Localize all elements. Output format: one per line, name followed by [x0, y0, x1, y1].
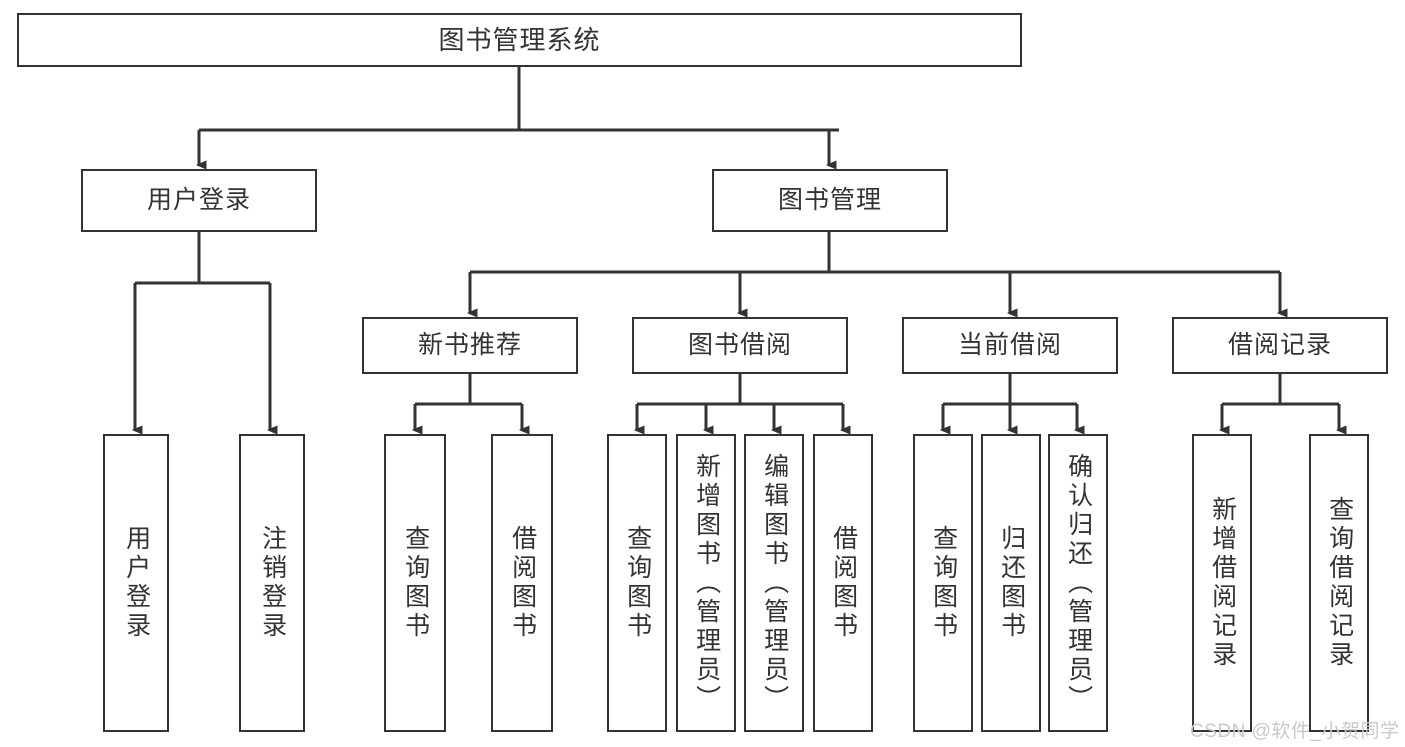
- leaf-query-book-3-label: 查询图书: [929, 525, 958, 641]
- leaf-query-book-1-label: 查询图书: [401, 525, 430, 641]
- leaf-user-login-label: 用户登录: [122, 525, 151, 641]
- leaf-user-logout[interactable]: 注销登录: [239, 434, 305, 732]
- leaf-query-record-label: 查询借阅记录: [1325, 496, 1354, 670]
- node-root-label: 图书管理系统: [438, 24, 601, 55]
- leaf-add-book[interactable]: 新增图书（管理员）: [676, 434, 736, 732]
- node-user-login-label: 用户登录: [146, 185, 251, 214]
- leaf-confirm-return-label: 确认归还（管理员）: [1064, 452, 1093, 714]
- node-book-borrow[interactable]: 图书借阅: [632, 317, 848, 374]
- node-current-borrow[interactable]: 当前借阅: [902, 317, 1118, 374]
- node-book-manage[interactable]: 图书管理: [712, 169, 948, 232]
- leaf-add-book-label: 新增图书（管理员）: [692, 452, 721, 714]
- node-book-borrow-label: 图书借阅: [687, 330, 792, 359]
- node-book-manage-label: 图书管理: [777, 185, 882, 214]
- leaf-user-logout-label: 注销登录: [258, 525, 287, 641]
- leaf-return-book-label: 归还图书: [997, 525, 1026, 641]
- leaf-add-record[interactable]: 新增借阅记录: [1192, 434, 1252, 732]
- node-current-borrow-label: 当前借阅: [957, 330, 1062, 359]
- node-new-book-recommend[interactable]: 新书推荐: [362, 317, 578, 374]
- leaf-query-book-1[interactable]: 查询图书: [384, 434, 446, 732]
- node-borrow-record[interactable]: 借阅记录: [1172, 317, 1388, 374]
- leaf-query-book-2-label: 查询图书: [623, 525, 652, 641]
- leaf-borrow-book-1[interactable]: 借阅图书: [491, 434, 553, 732]
- leaf-borrow-book-2-label: 借阅图书: [829, 525, 858, 641]
- watermark-text: CSDN @软件_小贺同学: [1190, 721, 1400, 742]
- leaf-add-record-label: 新增借阅记录: [1208, 496, 1237, 670]
- node-user-login[interactable]: 用户登录: [81, 169, 317, 232]
- node-new-book-recommend-label: 新书推荐: [417, 330, 522, 359]
- leaf-borrow-book-1-label: 借阅图书: [508, 525, 537, 641]
- node-root[interactable]: 图书管理系统: [17, 13, 1022, 67]
- leaf-user-login[interactable]: 用户登录: [103, 434, 169, 732]
- leaf-return-book[interactable]: 归还图书: [981, 434, 1041, 732]
- node-borrow-record-label: 借阅记录: [1227, 330, 1332, 359]
- leaf-query-book-2[interactable]: 查询图书: [607, 434, 667, 732]
- leaf-edit-book-label: 编辑图书（管理员）: [760, 452, 789, 714]
- leaf-query-record[interactable]: 查询借阅记录: [1309, 434, 1369, 732]
- leaf-query-book-3[interactable]: 查询图书: [913, 434, 973, 732]
- leaf-confirm-return[interactable]: 确认归还（管理员）: [1048, 434, 1108, 732]
- leaf-edit-book[interactable]: 编辑图书（管理员）: [744, 434, 804, 732]
- leaf-borrow-book-2[interactable]: 借阅图书: [813, 434, 873, 732]
